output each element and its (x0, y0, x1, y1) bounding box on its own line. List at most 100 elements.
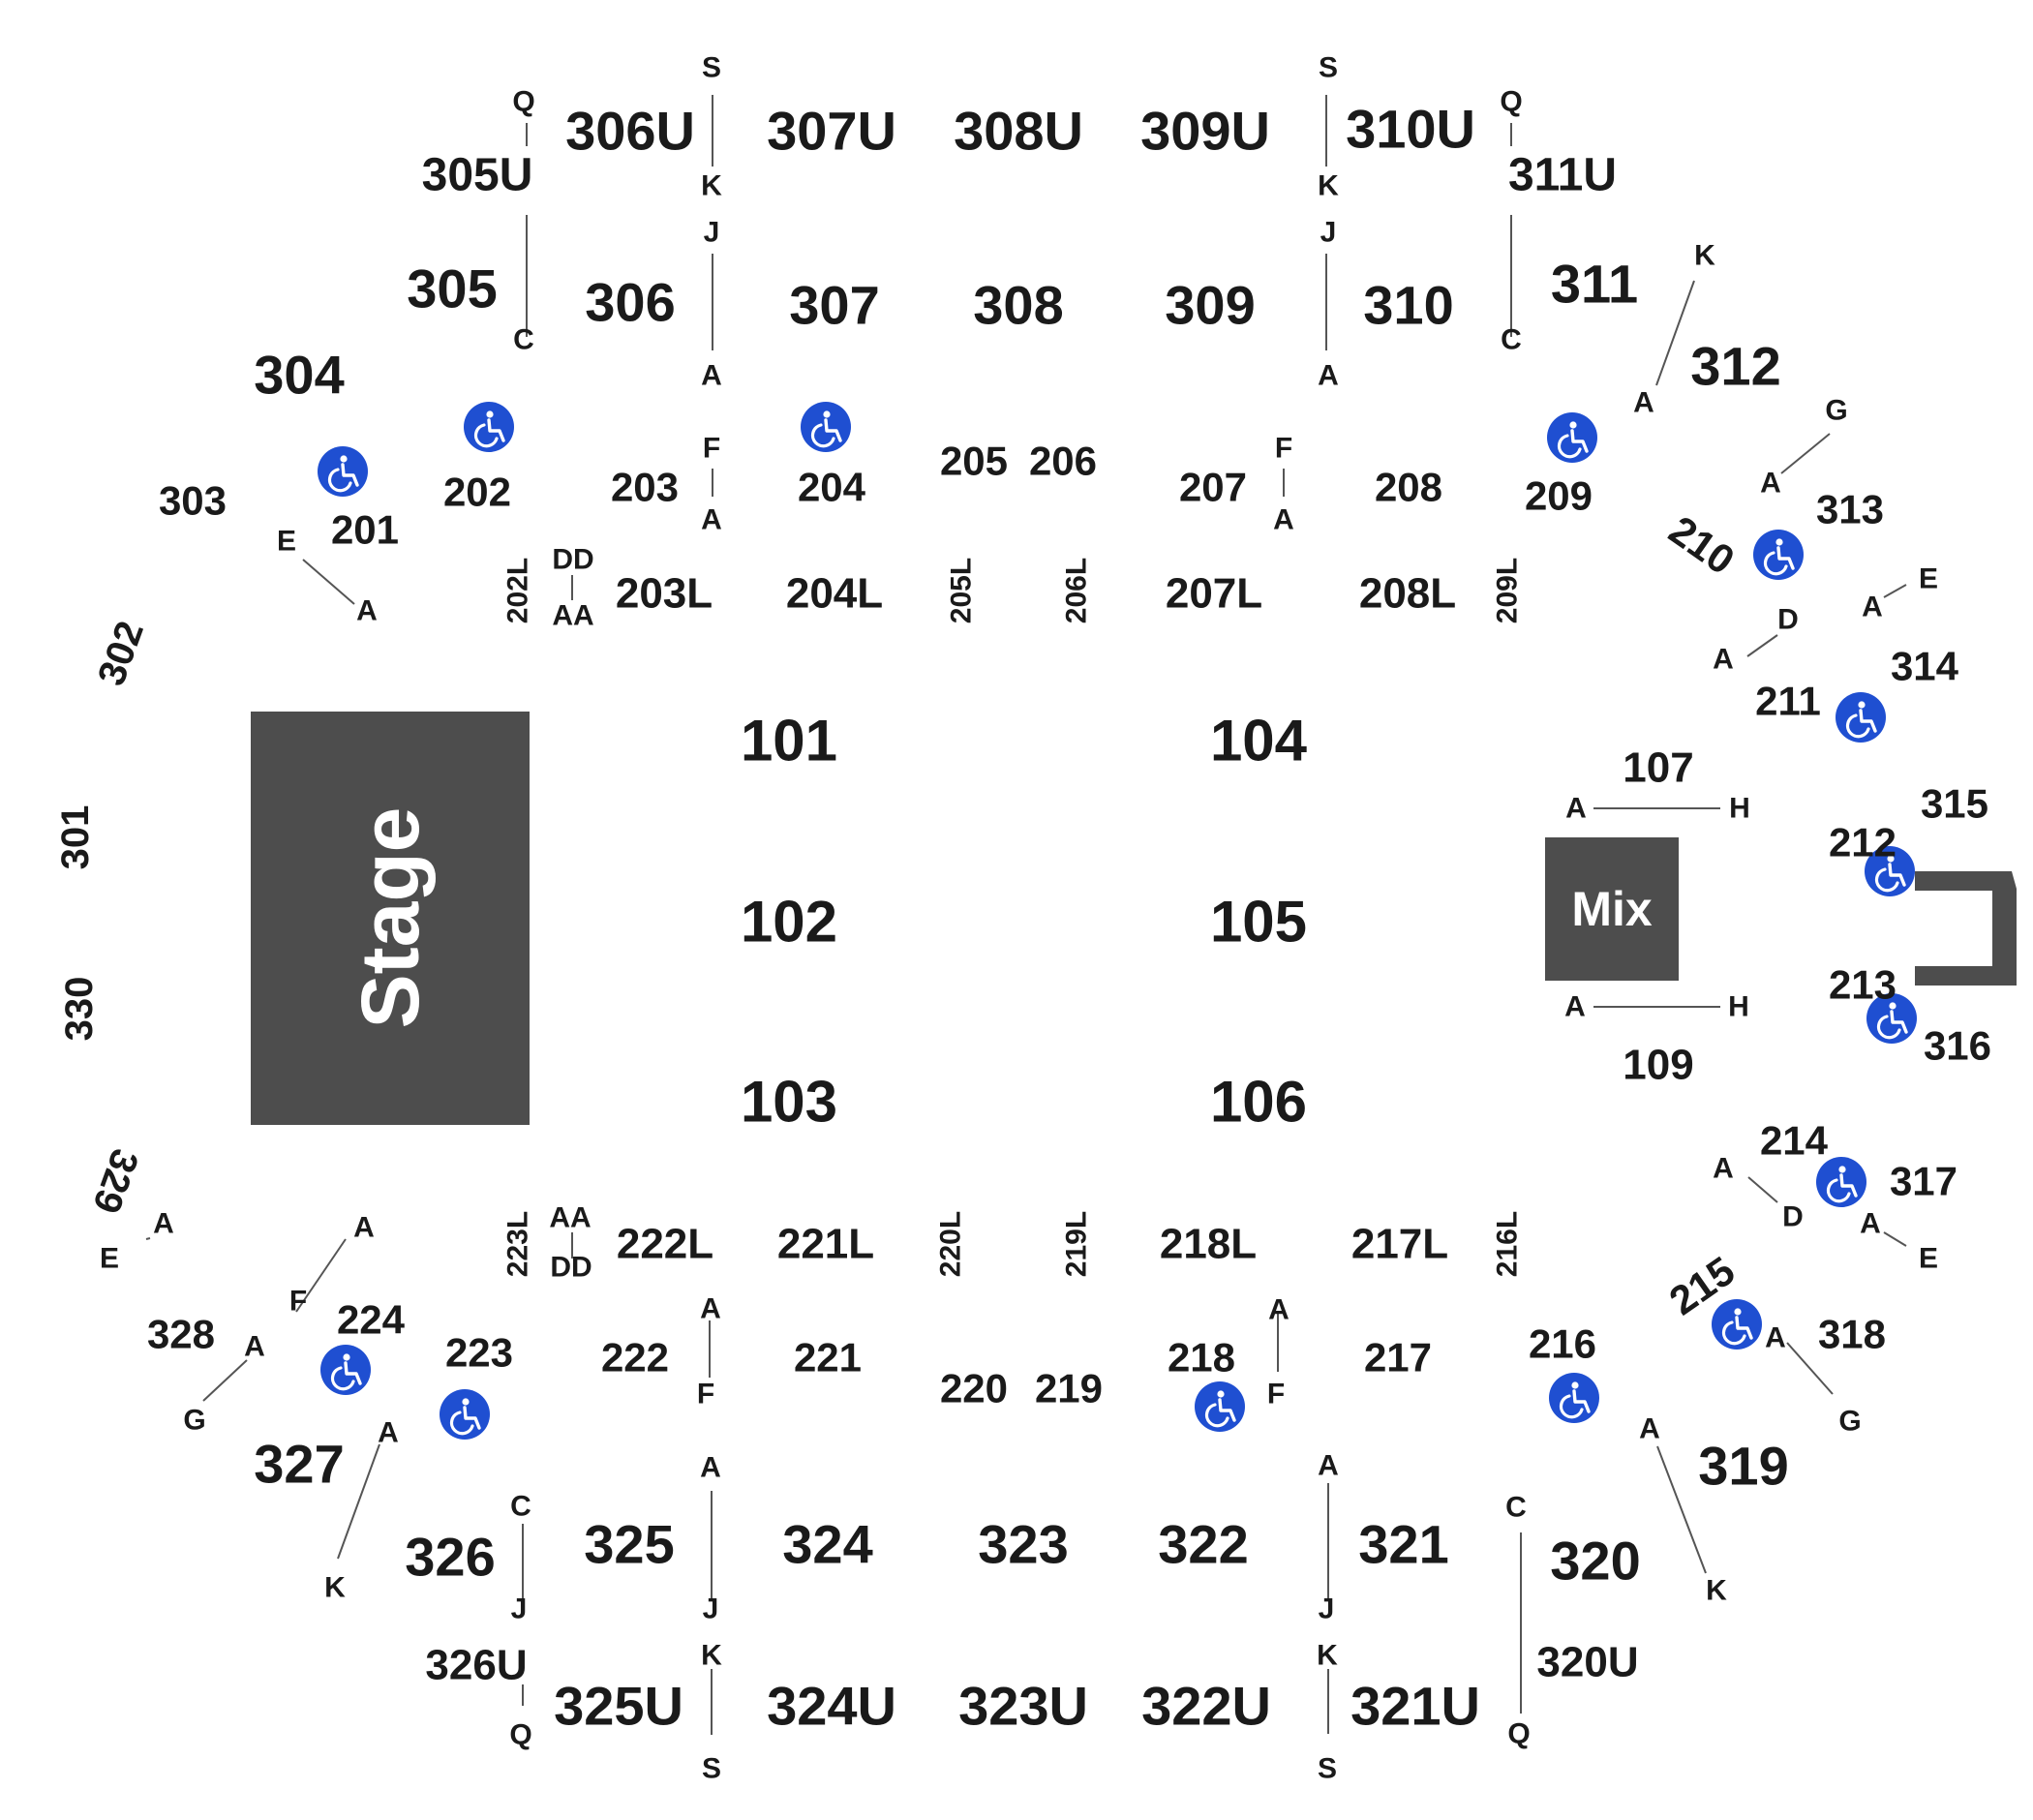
section-300[interactable]: 324 (782, 1514, 872, 1575)
loge-section[interactable]: 207L (1166, 570, 1262, 618)
loge-section[interactable]: 208L (1359, 570, 1456, 618)
section-300[interactable]: 321 (1358, 1514, 1448, 1575)
section-200[interactable]: 216 (1529, 1321, 1596, 1367)
section-300[interactable]: 317 (1890, 1159, 1957, 1204)
loge-section[interactable]: 221L (777, 1221, 874, 1268)
loge-section[interactable]: 220L (935, 1211, 967, 1277)
upper-section[interactable]: 320U (1536, 1639, 1638, 1686)
stage-block[interactable]: Stage (251, 712, 530, 1125)
section-300[interactable]: 323 (978, 1514, 1068, 1575)
section-200[interactable]: 221 (794, 1335, 862, 1380)
loge-section[interactable]: 204L (786, 570, 883, 618)
section-300[interactable]: 326 (405, 1527, 495, 1588)
section-200[interactable]: 207 (1179, 465, 1247, 510)
section-200[interactable]: 210 (1661, 507, 1743, 584)
upper-section[interactable]: 325U (554, 1676, 683, 1737)
section-300[interactable]: 301 (54, 805, 97, 870)
row-marker: A (700, 1452, 721, 1484)
section-300[interactable]: 310 (1363, 275, 1453, 336)
mix-label: Mix (1571, 882, 1653, 936)
loge-section[interactable]: 205L (946, 558, 978, 623)
section-300[interactable]: 320 (1550, 1531, 1640, 1592)
loge-section[interactable]: 222L (617, 1221, 713, 1268)
section-300[interactable]: 322 (1158, 1514, 1248, 1575)
section-200[interactable]: 208 (1375, 465, 1442, 510)
loge-section[interactable]: 223L (502, 1211, 534, 1277)
loge-section[interactable]: 202L (502, 558, 534, 623)
row-divider-line (145, 1237, 151, 1240)
section-200[interactable]: 209 (1525, 473, 1593, 519)
section-300[interactable]: 305 (407, 258, 497, 319)
section-300[interactable]: 309 (1165, 275, 1255, 336)
upper-section[interactable]: 324U (767, 1676, 896, 1737)
section-200[interactable]: 212 (1829, 820, 1896, 865)
upper-section[interactable]: 305U (422, 150, 533, 201)
upper-section[interactable]: 311U (1508, 150, 1617, 201)
section-200[interactable]: 211 (1755, 679, 1821, 724)
section-300[interactable]: 318 (1818, 1312, 1886, 1357)
loge-section[interactable]: 219L (1061, 1211, 1093, 1277)
mix-rect[interactable] (1545, 837, 1679, 981)
upper-section[interactable]: 308U (954, 101, 1083, 162)
wheelchair-icon (1195, 1381, 1245, 1432)
upper-section[interactable]: 307U (767, 101, 896, 162)
upper-section[interactable]: 310U (1346, 99, 1475, 160)
loge-section[interactable]: 203L (616, 570, 713, 618)
section-200[interactable]: 219 (1035, 1366, 1103, 1411)
loge-section[interactable]: 218L (1160, 1221, 1257, 1268)
upper-section[interactable]: 321U (1350, 1676, 1480, 1737)
section-200[interactable]: 205 (940, 439, 1008, 484)
loge-section[interactable]: 217L (1351, 1221, 1448, 1268)
section-200[interactable]: 217 (1364, 1335, 1432, 1380)
floor-section[interactable]: 101 (741, 709, 837, 774)
section-300[interactable]: 319 (1698, 1436, 1788, 1497)
section-300[interactable]: 314 (1891, 644, 1959, 689)
upper-section[interactable]: 322U (1141, 1676, 1271, 1737)
upper-section[interactable]: 309U (1140, 101, 1270, 162)
section-300[interactable]: 327 (254, 1434, 344, 1495)
section-300[interactable]: 329 (84, 1143, 146, 1219)
floor-section[interactable]: 105 (1210, 890, 1307, 955)
stage-rect[interactable] (251, 712, 530, 1125)
section-300[interactable]: 315 (1921, 781, 1988, 827)
section-300[interactable]: 328 (147, 1312, 215, 1357)
section-200[interactable]: 203 (611, 465, 679, 510)
section-200[interactable]: 213 (1829, 962, 1896, 1008)
floor-section[interactable]: 107 (1623, 744, 1693, 792)
section-300[interactable]: 313 (1816, 487, 1884, 532)
section-200[interactable]: 218 (1168, 1335, 1235, 1380)
section-300[interactable]: 308 (973, 275, 1063, 336)
section-200[interactable]: 224 (337, 1297, 406, 1343)
loge-section[interactable]: 216L (1492, 1211, 1524, 1277)
section-300[interactable]: 316 (1924, 1023, 1991, 1069)
floor-section[interactable]: 103 (741, 1070, 837, 1135)
section-300[interactable]: 303 (159, 478, 227, 524)
floor-section[interactable]: 104 (1210, 709, 1308, 774)
section-300[interactable]: 302 (90, 616, 152, 691)
upper-section[interactable]: 323U (958, 1676, 1088, 1737)
loge-section[interactable]: 209L (1492, 558, 1524, 623)
upper-section[interactable]: 326U (425, 1642, 527, 1689)
section-200[interactable]: 206 (1029, 439, 1097, 484)
section-300[interactable]: 325 (584, 1514, 674, 1575)
section-200[interactable]: 214 (1760, 1118, 1829, 1164)
section-300[interactable]: 330 (58, 977, 101, 1042)
floor-section[interactable]: 106 (1210, 1070, 1307, 1135)
section-200[interactable]: 204 (798, 465, 866, 510)
section-200[interactable]: 201 (331, 507, 399, 553)
section-300[interactable]: 304 (254, 345, 344, 406)
section-200[interactable]: 202 (443, 470, 511, 515)
floor-section[interactable]: 102 (741, 890, 837, 955)
section-200[interactable]: 223 (445, 1330, 513, 1376)
section-200[interactable]: 222 (601, 1335, 669, 1380)
loge-section[interactable]: 206L (1061, 558, 1093, 623)
upper-section[interactable]: 306U (565, 101, 695, 162)
section-300[interactable]: 311 (1551, 254, 1638, 315)
section-200[interactable]: 220 (940, 1366, 1008, 1411)
floor-section[interactable]: 109 (1623, 1042, 1693, 1089)
row-marker: K (324, 1572, 346, 1604)
section-300[interactable]: 312 (1690, 336, 1780, 397)
section-300[interactable]: 306 (585, 272, 675, 333)
mix-block[interactable]: Mix (1545, 837, 1679, 981)
section-300[interactable]: 307 (789, 275, 879, 336)
